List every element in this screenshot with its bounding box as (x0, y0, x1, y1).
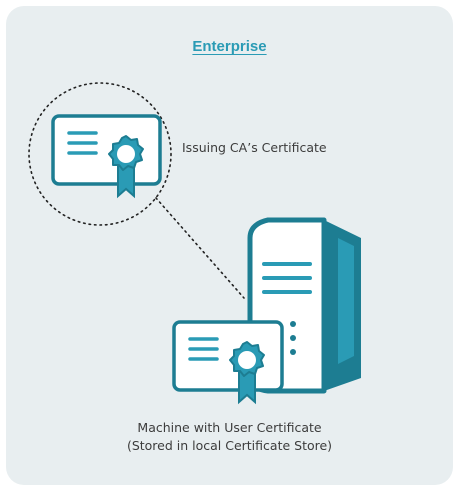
panel-title: Enterprise (192, 38, 267, 55)
issuing-ca-highlight-circle (28, 82, 172, 226)
machine-caption-line1: Machine with User Certificate (137, 420, 322, 435)
machine-caption-line2: (Stored in local Certificate Store) (126, 438, 333, 453)
machine-caption: Machine with User Certificate (Stored in… (6, 419, 453, 455)
user-certificate-icon (172, 320, 284, 405)
connector-line (155, 197, 245, 299)
enterprise-panel: Enterprise (6, 6, 453, 485)
issuing-ca-certificate-icon (51, 114, 162, 199)
issuing-ca-label: Issuing CA’s Certificate (182, 140, 327, 155)
diagram-canvas (28, 82, 361, 405)
